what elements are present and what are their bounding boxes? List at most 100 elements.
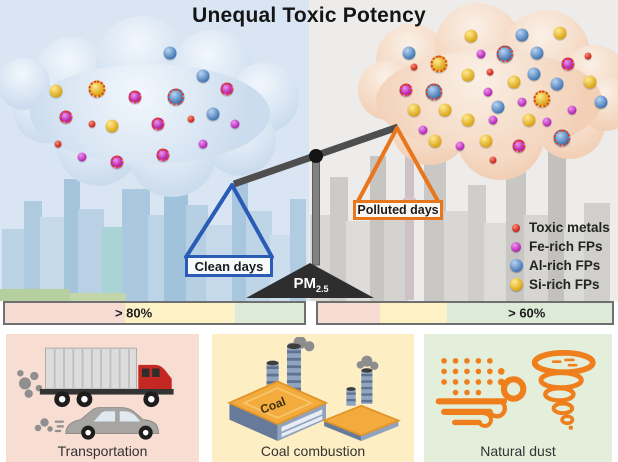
building — [186, 205, 208, 301]
wind-dust-icon — [435, 358, 527, 428]
clean-days-label: Clean days — [185, 255, 273, 277]
legend-dot-cell — [503, 241, 529, 252]
pearl-tower — [405, 142, 414, 300]
legend-item-al: Al-rich FPs — [503, 258, 610, 273]
si-particle — [438, 103, 452, 117]
al-particle — [594, 95, 608, 109]
polluted-days-label: Polluted days — [353, 200, 443, 220]
coal-combustion-illustration: Coal — [227, 337, 401, 441]
toxic-particle — [88, 120, 96, 128]
legend-label: Toxic metals — [529, 220, 610, 235]
truck-icon — [39, 347, 174, 408]
fe-particle — [542, 117, 552, 127]
fe-particle-spiky — [128, 90, 142, 104]
bar-percentage-label: > 60% — [508, 305, 546, 321]
bar-segment — [235, 303, 304, 323]
natural-dust-panel: Natural dust — [424, 334, 612, 462]
clean-days-cloud — [0, 16, 299, 197]
al-particle-spiky — [553, 129, 571, 147]
fe-particle-spiky — [151, 117, 165, 131]
si-dot-icon — [509, 278, 523, 291]
fe-particle — [455, 141, 465, 151]
fe-particle — [476, 49, 486, 59]
si-particle — [464, 29, 478, 43]
si-particle — [461, 113, 475, 127]
tornado-icon — [531, 350, 596, 430]
legend-label: Si-rich FPs — [529, 277, 600, 292]
natural-dust-illustration — [435, 350, 596, 430]
al-particle — [402, 46, 416, 60]
fe-particle-spiky — [512, 139, 526, 153]
al-particle — [515, 28, 529, 42]
legend-dot-cell — [503, 278, 529, 291]
building — [78, 209, 104, 301]
fe-particle — [230, 119, 240, 129]
al-particle-spiky — [167, 88, 185, 106]
fe-particle-spiky — [110, 155, 124, 169]
si-particle — [105, 119, 119, 133]
fe-particle-spiky — [156, 148, 170, 162]
si-particle — [479, 134, 493, 148]
si-particle-spiky — [88, 80, 106, 98]
building — [64, 179, 80, 301]
bar-percentage-label: > 80% — [114, 305, 153, 321]
si-particle — [583, 75, 597, 89]
si-particle — [522, 113, 536, 127]
legend-label: Fe-rich FPs — [529, 239, 603, 254]
al-particle — [196, 69, 210, 83]
fe-particle-spiky — [220, 82, 234, 96]
building — [148, 215, 166, 301]
fe-dot-icon — [511, 241, 521, 252]
transportation-caption: Transportation — [57, 443, 148, 459]
transportation-panel: Transportation — [6, 334, 199, 462]
si-particle-spiky — [430, 55, 448, 73]
fe-particle — [567, 105, 577, 115]
si-particle — [507, 75, 521, 89]
factory-small-icon — [321, 355, 401, 441]
toxic-particle — [486, 68, 494, 76]
fe-particle — [418, 125, 428, 135]
fe-particle — [488, 115, 498, 125]
building — [468, 185, 486, 301]
building — [70, 293, 126, 301]
bar-segment — [379, 303, 448, 323]
building — [102, 227, 124, 301]
al-particle — [163, 46, 177, 60]
building — [548, 121, 566, 301]
fe-particle-spiky — [399, 83, 413, 97]
polluted-days-cloud — [358, 3, 618, 180]
al-particle — [527, 67, 541, 81]
transportation-illustration — [16, 347, 174, 440]
polluted-source-fraction-bar: > 60% — [316, 301, 614, 325]
fe-particle-spiky — [561, 57, 575, 71]
car-exhaust-icon — [34, 418, 64, 433]
coal-combustion-panel: Coal — [212, 334, 414, 462]
toxic-dot-icon — [512, 223, 520, 232]
al-particle-spiky — [496, 45, 514, 63]
si-particle-spiky — [533, 90, 551, 108]
fe-particle — [517, 97, 527, 107]
legend-item-toxic: Toxic metals — [503, 220, 610, 235]
building — [24, 201, 42, 301]
building — [584, 203, 610, 301]
si-particle — [461, 68, 475, 82]
al-particle-spiky — [425, 83, 443, 101]
fe-particle — [483, 87, 493, 97]
building — [346, 221, 372, 301]
building — [564, 229, 586, 301]
al-particle — [530, 46, 544, 60]
legend-label: Al-rich FPs — [529, 258, 601, 273]
toxic-particle — [187, 115, 195, 123]
legend-item-fe: Fe-rich FPs — [503, 239, 610, 254]
si-particle — [407, 103, 421, 117]
city-skyline — [0, 75, 610, 301]
legend-item-si: Si-rich FPs — [503, 277, 610, 292]
building — [524, 215, 550, 301]
bar-segment — [124, 303, 236, 323]
fe-particle-spiky — [59, 110, 73, 124]
si-particle — [553, 26, 567, 40]
al-particle — [206, 107, 220, 121]
bar-segment — [5, 303, 125, 323]
